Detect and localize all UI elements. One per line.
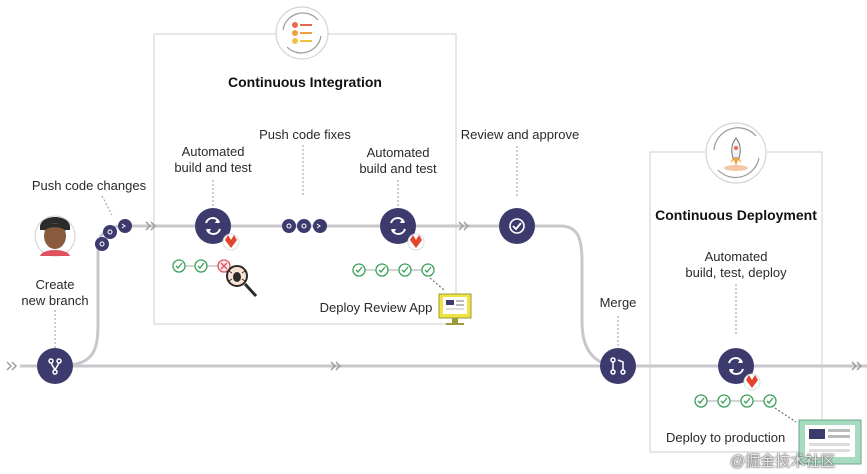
branch-icon (37, 348, 73, 384)
build-and-test-line: build and test (174, 160, 252, 175)
automated-build-test-deploy-label: Automated build, test, deploy (670, 249, 802, 281)
refresh-icon (195, 208, 754, 384)
automated-cd-line: Automated (704, 249, 768, 264)
commit-icon (95, 219, 327, 251)
monitor-icon (798, 419, 862, 465)
chevron-icon (6, 221, 862, 371)
build-test-deploy-line: build, test, deploy (685, 265, 787, 280)
ci-title: Continuous Integration (228, 74, 382, 90)
create-branch-line-1: Create (35, 277, 75, 292)
review-and-approve-label: Review and approve (460, 127, 580, 142)
avatar-icon (34, 215, 76, 257)
merge-label: Merge (599, 295, 637, 310)
branch-track (54, 224, 621, 368)
automated-build-test-label-2: Automated build and test (348, 145, 448, 177)
magnifier-bug-icon (226, 265, 258, 298)
deploy-to-production-label: Deploy to production (666, 430, 786, 445)
pipeline-icon (275, 6, 329, 60)
automated-build-test-label-1: Automated build and test (163, 144, 263, 176)
gitlab-icon (222, 233, 761, 391)
monitor-icon (438, 293, 472, 325)
build-and-test-line-2: build and test (359, 161, 437, 176)
pipeline-status (172, 259, 777, 408)
push-code-fixes-label: Push code fixes (259, 127, 351, 142)
deploy-review-app-label: Deploy Review App (319, 300, 433, 315)
automated-line-2: Automated (366, 145, 430, 160)
merge-icon (600, 348, 636, 384)
create-branch-line-2: new branch (21, 293, 89, 308)
cd-title: Continuous Deployment (655, 207, 817, 223)
watermark: @掘金技术社区 (730, 453, 836, 470)
push-code-changes-label: Push code changes (31, 178, 147, 193)
create-branch-label: Create new branch (6, 277, 104, 309)
rocket-icon (705, 122, 767, 184)
check-icon (499, 208, 535, 244)
automated-line-1: Automated (181, 144, 245, 159)
